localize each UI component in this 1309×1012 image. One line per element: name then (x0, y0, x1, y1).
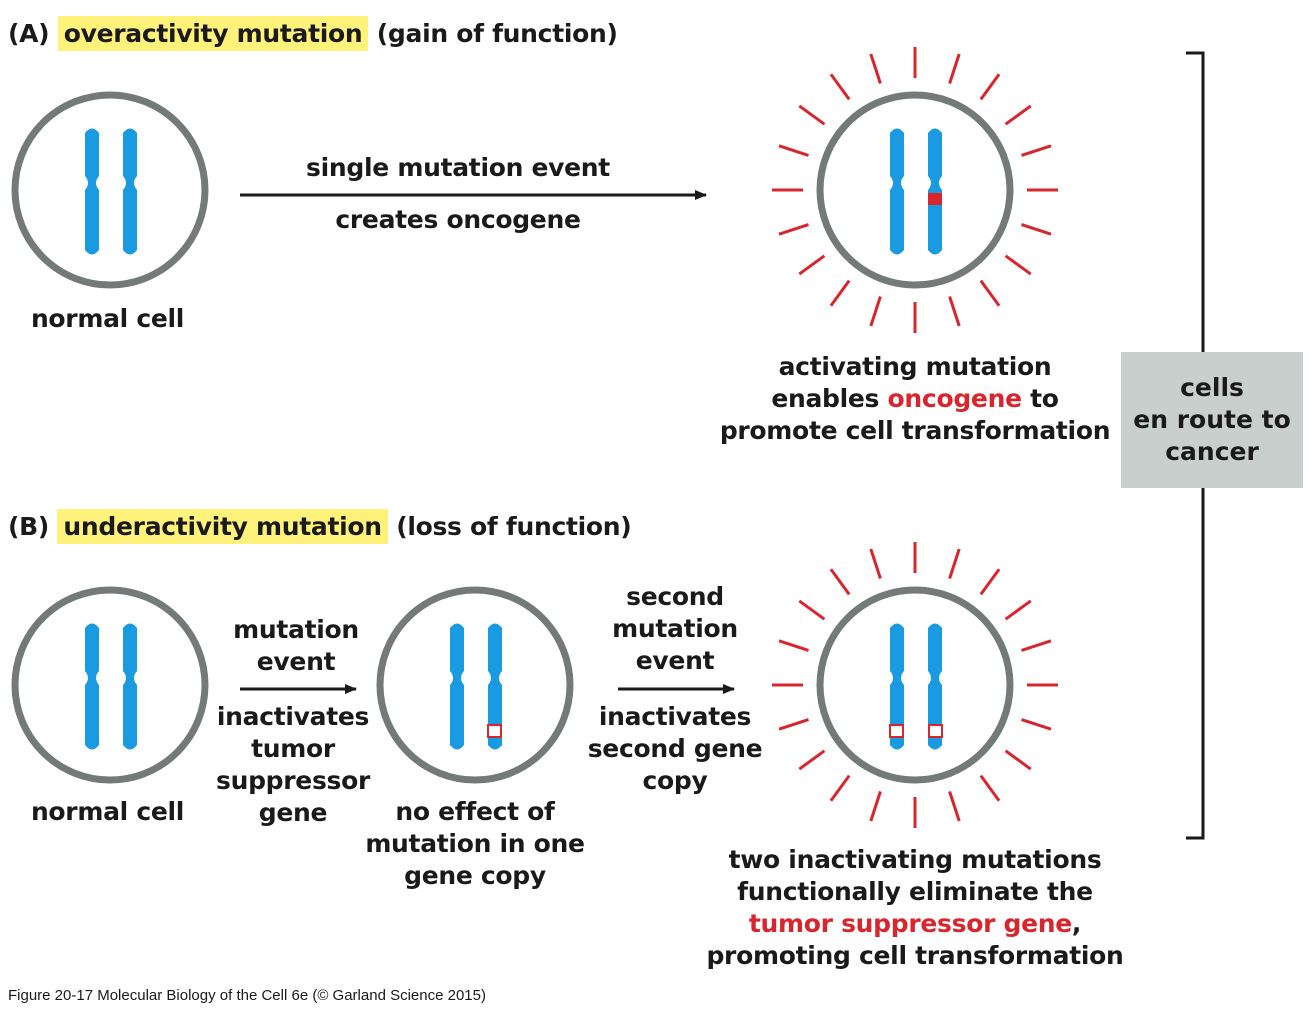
activation-ray (778, 223, 809, 236)
activation-ray (1004, 599, 1032, 621)
activation-ray (1021, 718, 1052, 731)
panel-a-title: (A) overactivity mutation (gain of funct… (8, 16, 618, 51)
panel-b-suffix: (loss of function) (396, 512, 632, 541)
side-box-line: en route to (1133, 405, 1291, 434)
activation-ray (869, 53, 882, 84)
label-line: mutation in one (365, 829, 585, 858)
activation-ray (979, 774, 1001, 802)
panel-b-title: (B) underactivity mutation (loss of func… (8, 509, 632, 544)
activation-ray (979, 568, 1001, 596)
result-text: , (1071, 909, 1082, 938)
label-line: gene (258, 798, 328, 827)
side-box-line: cells (1180, 373, 1244, 402)
result-line: enables oncogene to (705, 383, 1125, 415)
label-line: second gene (587, 734, 763, 763)
figure-caption: Figure 20-17 Molecular Biology of the Ce… (8, 987, 486, 1004)
label-line: no effect of (395, 797, 555, 826)
result-text: enables (771, 384, 880, 413)
activation-ray (1004, 749, 1032, 771)
activation-ray (948, 548, 961, 579)
result-line: functionally eliminate the (737, 877, 1093, 906)
panel-a-arrow-bottom-label: creates oncogene (335, 205, 581, 234)
activation-ray (778, 144, 809, 157)
panel-b-normal-cell (11, 586, 209, 784)
activation-ray (829, 279, 851, 307)
label-line: suppressor (215, 766, 371, 795)
activation-ray (829, 73, 851, 101)
activation-ray (1004, 104, 1032, 126)
chromosome-right (123, 128, 137, 255)
activation-rays (772, 47, 1058, 333)
activation-ray (829, 774, 851, 802)
panel-b-normal-cell-label: normal cell (30, 797, 185, 826)
label-line: event (256, 647, 336, 676)
activation-ray (778, 718, 809, 731)
activation-ray (869, 296, 882, 327)
result-line: two inactivating mutations (728, 845, 1102, 874)
inactivating-mutation-mark-1 (889, 724, 904, 738)
result-text: to (1030, 384, 1059, 413)
label-line: event (635, 646, 715, 675)
panel-b-result-label: two inactivating mutations functionally … (695, 844, 1135, 972)
panel-b-arrow-2-bottom-label: inactivates second gene copy (578, 701, 772, 797)
panel-b-letter: (B) (8, 512, 50, 541)
result-line: promoting cell transformation (706, 941, 1124, 970)
activation-ray (869, 791, 882, 822)
label-line: gene copy (404, 861, 546, 890)
side-box-line: cancer (1165, 437, 1259, 466)
activation-ray (1004, 254, 1032, 276)
activation-rays (772, 542, 1058, 828)
panel-b-arrow-1-top-label: mutation event (206, 614, 386, 678)
panel-b-transformed-cell (772, 542, 1058, 828)
activation-ray (1021, 639, 1052, 652)
activation-ray (948, 296, 961, 327)
panel-b-highlight: underactivity mutation (57, 509, 388, 544)
result-line: tumor suppressor gene, (695, 908, 1135, 940)
activation-ray (1021, 144, 1052, 157)
panel-b-arrow-1-bottom-label: inactivates tumor suppressor gene (196, 701, 390, 829)
oncogene-term: oncogene (887, 384, 1022, 413)
activation-ray (798, 749, 826, 771)
activation-ray (948, 53, 961, 84)
label-line: second (626, 582, 724, 611)
panel-a-arrow-top-label: single mutation event (306, 153, 610, 182)
label-line: tumor (251, 734, 335, 763)
chromosome-left (85, 128, 99, 255)
oncogene-mutation-mark (928, 193, 942, 205)
tumor-suppressor-term: tumor suppressor gene (748, 909, 1072, 938)
inactivating-mutation-mark (487, 724, 502, 738)
activation-ray (778, 639, 809, 652)
panel-a-highlight: overactivity mutation (57, 16, 369, 51)
inactivating-mutation-mark-2 (928, 724, 943, 738)
label-line: copy (642, 766, 708, 795)
panel-a-normal-cell-label: normal cell (30, 304, 185, 333)
activation-ray (979, 73, 1001, 101)
activation-ray (869, 548, 882, 579)
activation-ray (798, 254, 826, 276)
label-line: inactivates (216, 702, 370, 731)
panel-a-result-label: activating mutation enables oncogene to … (705, 351, 1125, 447)
activation-ray (948, 791, 961, 822)
panel-b-arrow-2-top-label: second mutation event (585, 581, 765, 677)
panel-a-normal-cell (11, 91, 209, 289)
activation-ray (798, 599, 826, 621)
label-line: mutation (233, 615, 359, 644)
panel-b-middle-cell-label: no effect of mutation in one gene copy (354, 796, 596, 892)
result-line: promote cell transformation (719, 416, 1111, 445)
label-line: inactivates (598, 702, 752, 731)
activation-ray (829, 568, 851, 596)
activation-ray (1021, 223, 1052, 236)
label-line: mutation (612, 614, 738, 643)
cells-en-route-box: cells en route to cancer (1121, 352, 1303, 488)
panel-a-activated-cell (772, 47, 1058, 333)
activation-ray (979, 279, 1001, 307)
panel-a-suffix: (gain of function) (376, 19, 618, 48)
panel-a-letter: (A) (8, 19, 50, 48)
result-line: activating mutation (778, 352, 1052, 381)
activation-ray (798, 104, 826, 126)
panel-b-middle-cell (376, 586, 574, 784)
